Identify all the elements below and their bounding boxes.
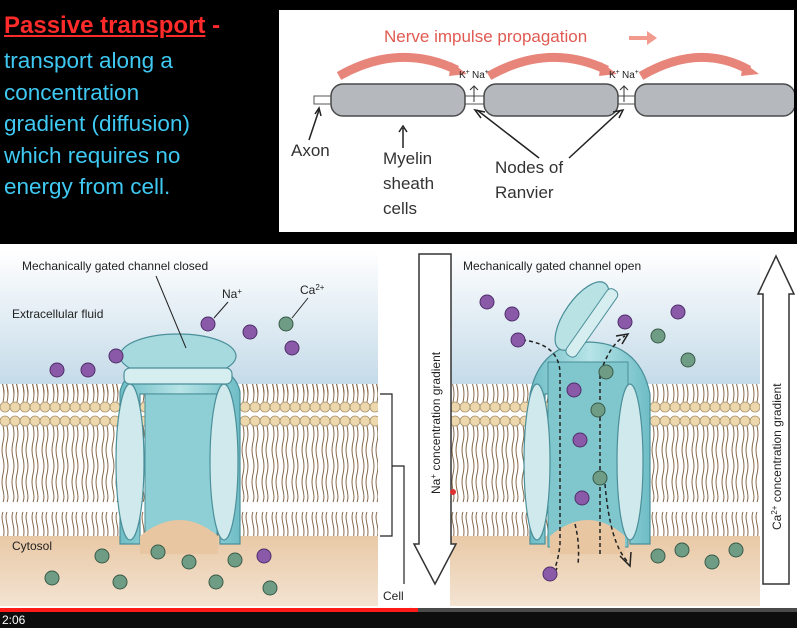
impulse-arc-3 <box>638 52 752 80</box>
node1-na-ion: Na+ <box>472 69 489 81</box>
ca-ions-left <box>44 316 294 596</box>
na-ions-left <box>49 316 300 564</box>
slide-description: transport along a concentration gradient… <box>4 48 190 199</box>
node1-k-ion: K+ <box>459 69 470 81</box>
channel-diagram-svg: Na+ concentration gradient Ca2+ concentr… <box>0 250 796 606</box>
title-dash: - <box>205 12 221 39</box>
closed-title-pointer <box>155 275 187 349</box>
nodes-pointer-2 <box>568 108 625 159</box>
label-myelin-1: Myelin <box>383 149 432 168</box>
ca-gradient-arrow <box>756 254 796 585</box>
ca-label-pointer <box>291 297 309 319</box>
label-myelin-3: cells <box>383 199 417 218</box>
cytosol-label: Cytosol <box>12 539 52 553</box>
node2-k-ion: K+ <box>609 69 620 81</box>
cell-membrane-label-1: Cell <box>383 589 404 603</box>
nodes-pointer-1 <box>473 108 540 159</box>
node2-arrows <box>619 85 629 102</box>
impulse-arrowhead-2 <box>599 62 617 76</box>
na-ion-label: Na+ <box>222 287 242 301</box>
impulse-arc-1 <box>336 52 459 80</box>
na-label-pointer <box>213 301 229 319</box>
channel-diagram: Na+ concentration gradient Ca2+ concentr… <box>0 244 797 608</box>
impulse-arc-2 <box>486 52 609 80</box>
impulse-arrowhead-1 <box>449 62 467 76</box>
ca-gradient-label: Ca2+ concentration gradient <box>770 383 784 530</box>
extracellular-label: Extracellular fluid <box>12 307 103 321</box>
impulse-arrowhead-3 <box>741 62 759 76</box>
video-time: 2:06 <box>2 613 26 627</box>
na-gradient-arrow <box>412 253 458 586</box>
myelin-segment-3 <box>634 83 796 117</box>
slide-text-panel: Passive transport - transport along a co… <box>0 0 275 240</box>
open-channel-title: Mechanically gated channel open <box>463 259 641 273</box>
red-marker-dot <box>450 489 456 495</box>
closed-channel-title: Mechanically gated channel closed <box>22 259 208 273</box>
ca-ion-label: Ca2+ <box>300 283 325 297</box>
label-axon: Axon <box>291 141 330 160</box>
closed-channel <box>115 333 241 554</box>
open-channel <box>521 281 651 580</box>
label-nodes-1: Nodes of <box>495 158 563 177</box>
label-nodes-2: Ranvier <box>495 183 554 202</box>
nerve-diagram-svg: Nerve impulse propagation K+ Na+ K+ Na+ … <box>291 27 796 218</box>
nerve-impulse-diagram: Nerve impulse propagation K+ Na+ K+ Na+ … <box>279 10 796 232</box>
video-progress-fill <box>0 608 419 612</box>
myelin-pointer <box>398 124 408 148</box>
membrane-bracket <box>380 393 393 537</box>
node2-na-ion: Na+ <box>622 69 639 81</box>
node1-arrows <box>469 85 479 102</box>
axon-pointer-head <box>314 106 322 117</box>
video-progress-track[interactable] <box>0 608 797 612</box>
video-controls: 2:06 <box>0 608 797 628</box>
membrane-bracket-leader <box>392 465 405 584</box>
myelin-segment-1 <box>330 83 466 117</box>
na-gradient-label: Na+ concentration gradient <box>429 351 443 494</box>
axon-pointer <box>308 109 320 141</box>
label-myelin-2: sheath <box>383 174 434 193</box>
myelin-segment-2 <box>483 83 619 117</box>
nerve-heading: Nerve impulse propagation <box>384 27 587 46</box>
title-passive-transport: Passive transport <box>4 12 206 39</box>
arrow-right-icon <box>629 31 657 45</box>
na-ions-right <box>479 294 686 582</box>
slide-title: Passive transport - <box>4 12 220 40</box>
ca-ions-right <box>590 328 744 570</box>
